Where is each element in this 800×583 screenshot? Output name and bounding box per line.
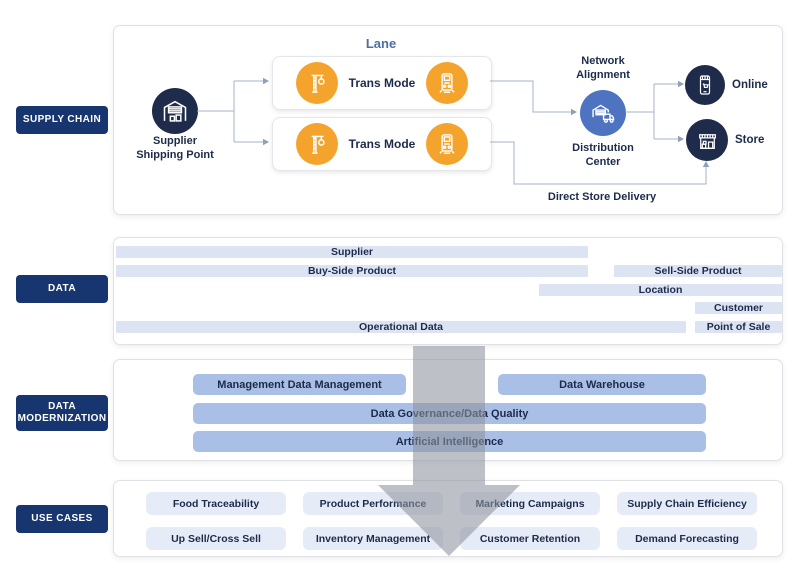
use-case-supply-chain-efficiency: Supply Chain Efficiency — [617, 492, 757, 515]
trans-mode-2-label: Trans Mode — [348, 137, 416, 151]
use-case-product-performance: Product Performance — [303, 492, 443, 515]
train-icon — [439, 73, 455, 93]
data-bar-supplier: Supplier — [116, 246, 588, 258]
network-alignment-label: Network Alignment — [576, 55, 630, 82]
distribution-center-label: Distribution Center — [572, 142, 634, 169]
crane-icon — [311, 135, 325, 154]
data-modernization-panel: Management Data Management Data Warehous… — [113, 359, 783, 461]
online-label: Online — [732, 79, 768, 91]
direct-store-delivery-label: Direct Store Delivery — [547, 191, 657, 203]
modernization-bar-data-warehouse: Data Warehouse — [498, 374, 706, 395]
section-label-use-cases: USE CASES — [16, 505, 108, 533]
data-bar-location: Location — [539, 284, 782, 296]
data-bar-customer: Customer — [695, 302, 782, 314]
trans-mode-2-road-node — [296, 123, 338, 165]
section-label-data-modernization: DATA MODERNIZATION — [16, 395, 108, 431]
online-node — [685, 65, 725, 105]
store-node — [686, 119, 728, 161]
trans-mode-2-rail-node — [426, 123, 468, 165]
store-label: Store — [735, 134, 765, 146]
modernization-bar-data-governance: Data Governance/Data Quality — [193, 403, 706, 424]
use-case-inventory-management: Inventory Management — [303, 527, 443, 550]
trans-mode-box-1: Trans Mode — [272, 56, 492, 110]
online-shopping-icon — [699, 75, 711, 95]
trans-mode-1-label: Trans Mode — [348, 76, 416, 90]
section-label-text: USE CASES — [31, 512, 93, 524]
supply-chain-panel: Lane Supplier Shipping Point Trans Mode — [113, 25, 783, 215]
section-label-supply-chain: SUPPLY CHAIN — [16, 106, 108, 134]
train-icon — [439, 134, 455, 154]
section-label-text: DATA MODERNIZATION — [17, 400, 107, 425]
use-case-demand-forecasting: Demand Forecasting — [617, 527, 757, 550]
store-icon — [698, 133, 716, 149]
crane-icon — [311, 74, 325, 93]
supplier-shipping-point-label: Supplier Shipping Point — [136, 135, 214, 162]
trans-mode-1-rail-node — [426, 62, 468, 104]
data-bar-sell-side-product: Sell-Side Product — [614, 265, 782, 277]
warehouse-icon — [163, 100, 187, 122]
distribution-center-icon — [592, 104, 615, 123]
modernization-bar-management-data-management: Management Data Management — [193, 374, 406, 395]
section-label-data: DATA — [16, 275, 108, 303]
section-label-text: SUPPLY CHAIN — [22, 113, 102, 125]
use-cases-panel: Food Traceability Product Performance Ma… — [113, 480, 783, 557]
supplier-shipping-point-node — [152, 88, 198, 134]
data-bar-point-of-sale: Point of Sale — [695, 321, 782, 333]
data-bar-operational-data: Operational Data — [116, 321, 686, 333]
lane-title: Lane — [365, 36, 397, 51]
use-case-up-sell-cross-sell: Up Sell/Cross Sell — [146, 527, 286, 550]
use-case-marketing-campaigns: Marketing Campaigns — [460, 492, 600, 515]
trans-mode-1-road-node — [296, 62, 338, 104]
use-case-food-traceability: Food Traceability — [146, 492, 286, 515]
data-panel: Supplier Buy-Side Product Sell-Side Prod… — [113, 237, 783, 345]
use-case-customer-retention: Customer Retention — [460, 527, 600, 550]
trans-mode-box-2: Trans Mode — [272, 117, 492, 171]
section-label-text: DATA — [48, 282, 76, 294]
modernization-bar-artificial-intelligence: Artificial Intelligence — [193, 431, 706, 452]
data-bar-buy-side-product: Buy-Side Product — [116, 265, 588, 277]
distribution-center-node — [580, 90, 626, 136]
